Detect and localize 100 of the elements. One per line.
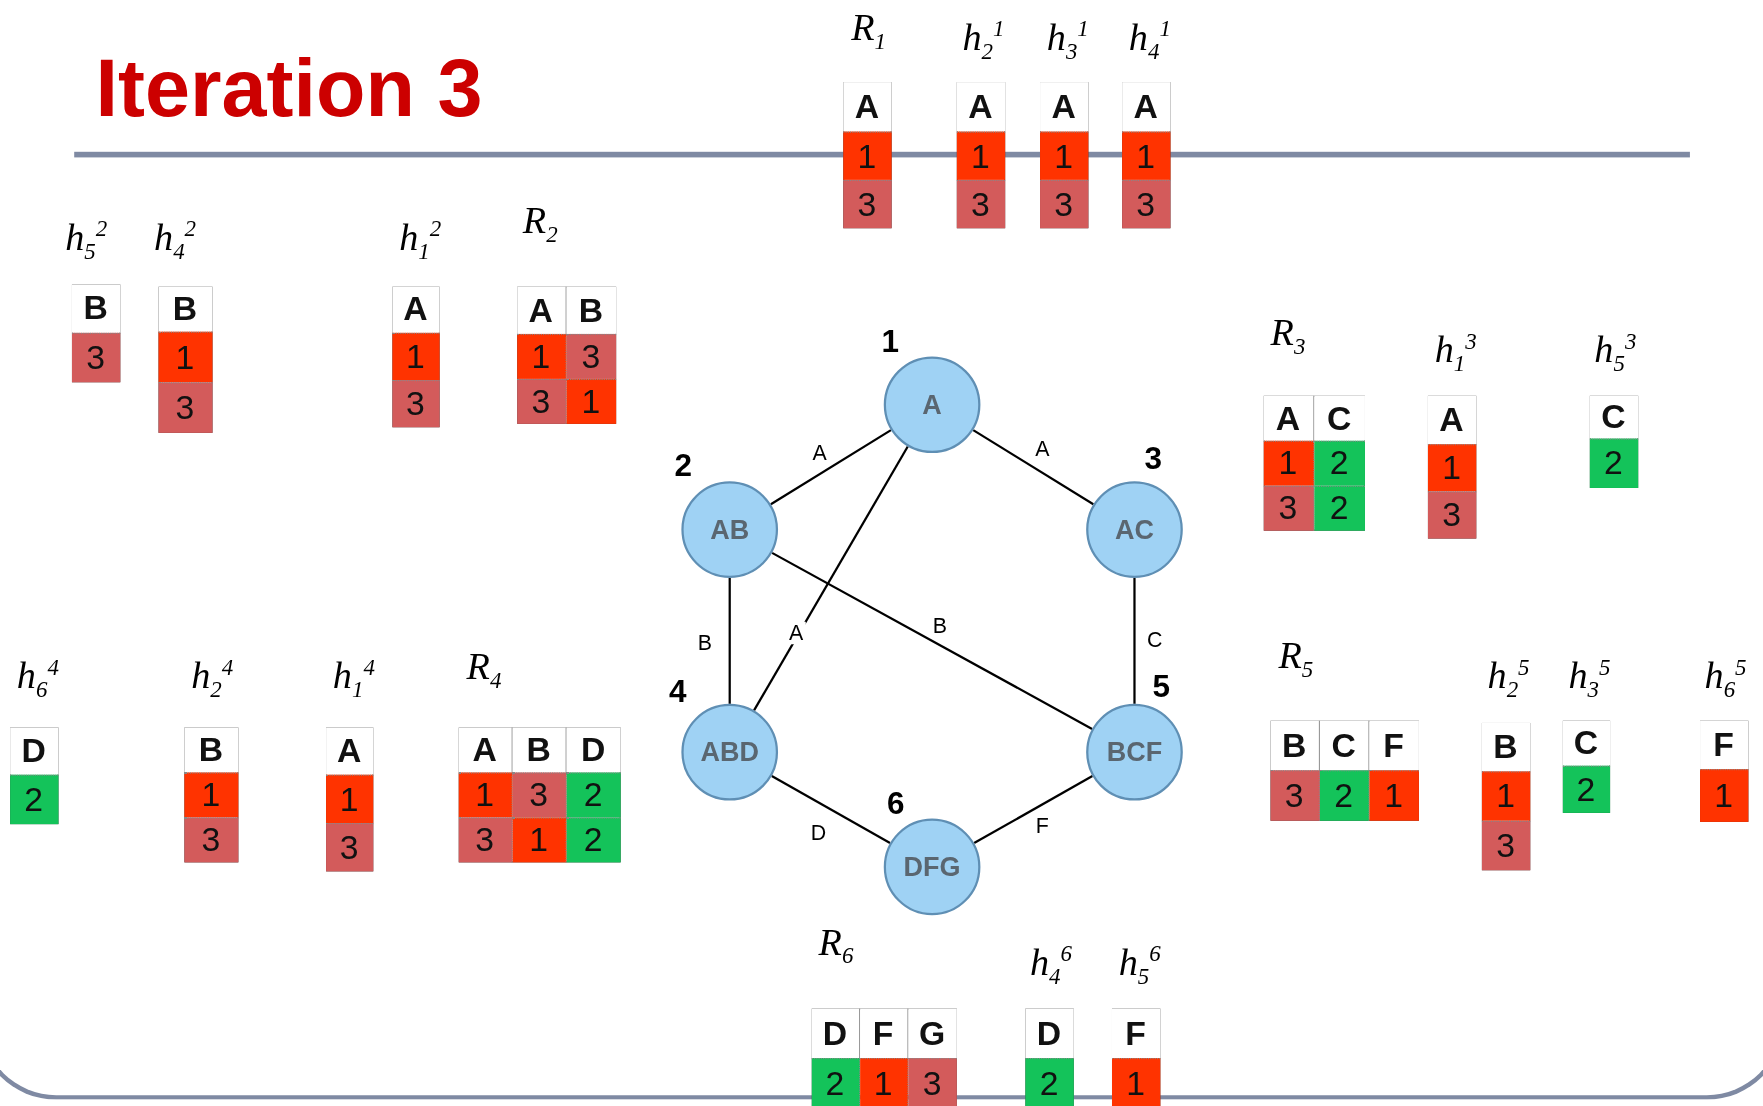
table-cell: 1 — [391, 332, 440, 380]
node-number: 3 — [1144, 440, 1163, 477]
table-cell: 3 — [458, 816, 513, 862]
connector-line — [973, 775, 1093, 845]
table-cell: 1 — [183, 771, 238, 817]
table-cell: 3 — [907, 1057, 957, 1106]
column-header: D — [1024, 1008, 1074, 1058]
table-cell: 3 — [1427, 490, 1476, 538]
table-heading: R$_{6}$ — [818, 919, 854, 970]
circle-node: AC — [1086, 481, 1183, 578]
column-header: A — [956, 81, 1005, 131]
column-header: G — [907, 1008, 957, 1058]
slide-title: Iteration 3 — [95, 42, 483, 133]
table-cell: 1 — [1481, 770, 1530, 821]
connector-line — [771, 551, 1093, 730]
table-heading: R$_{1}$ — [851, 5, 886, 56]
column-header: A — [1121, 81, 1170, 131]
table-cell: 2 — [566, 816, 621, 862]
node-number: 5 — [1152, 669, 1170, 705]
table-cell: 2 — [1562, 765, 1610, 813]
column-header: F — [1699, 720, 1748, 769]
table-cell: 1 — [1427, 443, 1476, 491]
node-number: 2 — [674, 447, 693, 484]
table-cell: 3 — [1121, 179, 1170, 228]
table-cell: 3 — [566, 333, 616, 379]
table-cell: 1 — [458, 771, 513, 817]
table-cell: 1 — [842, 131, 892, 180]
table-cell: 2 — [1589, 437, 1638, 488]
connector-line — [771, 775, 891, 845]
table-cell: 1 — [157, 331, 212, 382]
column-header: D — [811, 1008, 860, 1058]
table-cell: 1 — [1699, 768, 1748, 822]
table-cell: 1 — [566, 378, 616, 424]
column-header: B — [566, 286, 616, 334]
circle-node: ABD — [681, 703, 779, 801]
column-header: F — [859, 1008, 908, 1058]
column-header: F — [1111, 1008, 1160, 1058]
column-header: A — [1427, 395, 1476, 444]
column-header: A — [1039, 81, 1088, 131]
column-header: D — [9, 726, 58, 775]
circle-node: DFG — [883, 818, 981, 916]
table-cell: 3 — [956, 179, 1005, 228]
table-heading: R$_{5}$ — [1278, 633, 1314, 684]
table-heading: R$_{2}$ — [522, 198, 558, 248]
table-cell: 1 — [1111, 1057, 1160, 1106]
table-cell: 3 — [157, 381, 212, 433]
table-cell: 1 — [956, 131, 1005, 180]
circle-node: A — [883, 356, 981, 454]
table-cell: 3 — [1263, 485, 1314, 531]
table-cell: 1 — [512, 816, 567, 862]
connector-line — [753, 446, 909, 711]
column-header: C — [1589, 395, 1638, 438]
table-cell: 1 — [1039, 131, 1088, 180]
column-header: B — [1481, 722, 1530, 771]
column-header: A — [516, 286, 567, 334]
table-cell: 3 — [183, 816, 238, 862]
table-cell: 3 — [71, 332, 120, 382]
table-cell: 2 — [1313, 440, 1365, 486]
column-header: B — [71, 283, 120, 333]
column-header: B — [1269, 720, 1320, 770]
table-heading: R$_{4}$ — [466, 644, 502, 695]
table-cell: 2 — [1319, 769, 1369, 821]
table-cell: 1 — [1368, 769, 1419, 821]
connector-line — [728, 577, 731, 704]
connector-line — [1133, 577, 1136, 704]
column-header: A — [458, 726, 513, 772]
table-heading: R$_{3}$ — [1270, 310, 1306, 361]
column-header: C — [1319, 720, 1369, 770]
table-cell: 3 — [1269, 769, 1320, 821]
column-header: B — [183, 726, 238, 772]
edge-label: A — [786, 621, 806, 645]
circle-node: AB — [681, 481, 779, 578]
column-header: A — [1263, 395, 1314, 441]
column-header: A — [391, 286, 440, 333]
table-cell: 3 — [512, 771, 567, 817]
column-header: B — [157, 286, 212, 332]
column-header: C — [1313, 395, 1365, 441]
column-header: C — [1562, 720, 1610, 766]
table-cell: 2 — [9, 774, 58, 824]
column-header: A — [325, 726, 373, 775]
circle-node: BCF — [1086, 703, 1183, 801]
table-cell: 2 — [1024, 1057, 1074, 1106]
column-header: B — [512, 726, 567, 772]
connector-line — [770, 429, 892, 506]
table-cell: 3 — [1039, 179, 1088, 228]
table-cell: 1 — [1263, 440, 1314, 486]
table-cell: 1 — [325, 774, 373, 823]
table-cell: 2 — [811, 1057, 860, 1106]
table-cell: 3 — [842, 179, 892, 228]
table-cell: 3 — [391, 379, 440, 427]
column-header: D — [566, 726, 621, 772]
connector-line — [972, 429, 1094, 506]
table-cell: 1 — [516, 333, 567, 379]
table-cell: 2 — [566, 771, 621, 817]
column-header: A — [842, 81, 892, 131]
table-cell: 1 — [1121, 131, 1170, 180]
table-cell: 2 — [1313, 485, 1365, 531]
table-cell: 3 — [1481, 820, 1530, 870]
table-cell: 3 — [516, 378, 567, 424]
column-header: F — [1368, 720, 1419, 770]
